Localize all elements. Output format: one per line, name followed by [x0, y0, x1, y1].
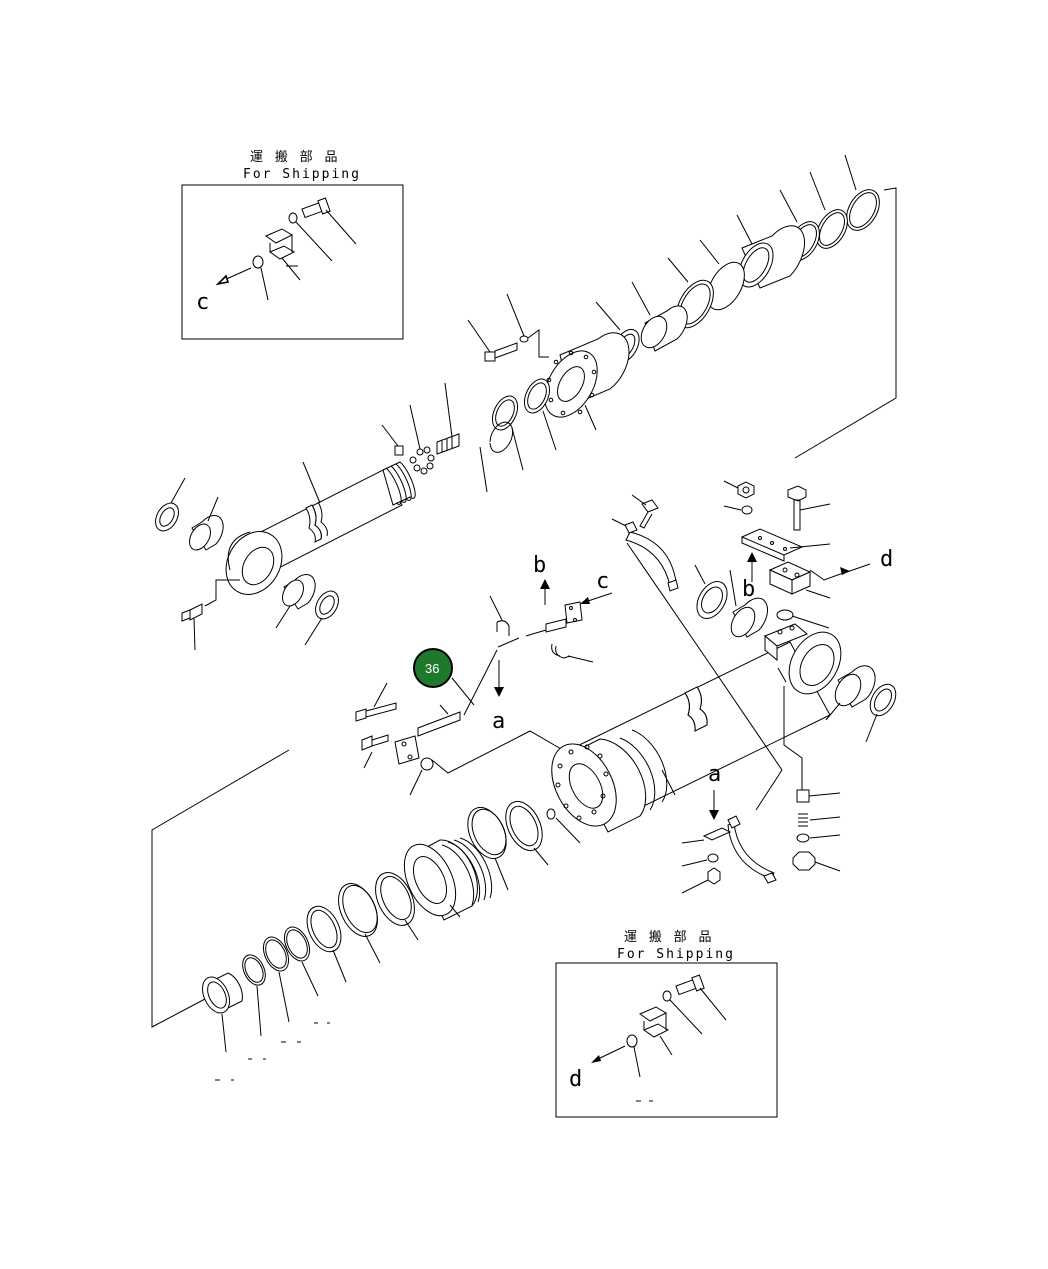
bushing	[189, 496, 224, 551]
shipping-caption-en-top: For Shipping	[243, 167, 361, 182]
view-letter-a-left: a	[492, 709, 505, 734]
flange-bolt	[355, 702, 397, 722]
backup-ring	[283, 926, 311, 962]
ring	[505, 800, 543, 852]
bushing	[275, 573, 316, 629]
set-screw	[546, 808, 556, 820]
o-ring-small	[776, 609, 794, 621]
dust-seal	[155, 502, 179, 532]
bushing	[729, 569, 768, 638]
shipping-bolt-bottom	[675, 974, 727, 1021]
rod-assembly-upper	[155, 154, 897, 651]
spring	[798, 813, 808, 827]
shipping-ring-top	[252, 255, 264, 269]
snap-ring	[489, 421, 514, 453]
shipping-washer-top	[288, 212, 298, 224]
wear-ring	[467, 806, 507, 860]
shipping-box-top: 運 搬 部 品 For Shipping c	[181, 150, 404, 340]
cylinder-head	[544, 332, 630, 431]
shipping-clamp-bottom	[638, 1006, 670, 1038]
seal-ring	[846, 189, 880, 231]
callout-circle[interactable]	[413, 648, 453, 688]
shipping-ring-bottom	[626, 1034, 638, 1048]
shipping-arrow-letter-top: c	[196, 290, 209, 315]
o-ring-small	[796, 833, 810, 843]
u-bolt	[551, 643, 571, 659]
ring	[523, 378, 551, 414]
piston-ring	[375, 872, 415, 926]
view-letter-a-right: a	[708, 762, 721, 787]
hex-nut	[707, 867, 721, 885]
long-bolt	[787, 485, 807, 531]
shipping-caption-jp-bottom: 運 搬 部 品	[624, 930, 713, 945]
view-letter-c-upper: c	[596, 569, 609, 594]
backup-ring	[262, 936, 290, 972]
piston	[403, 837, 493, 921]
piston-nut	[201, 972, 243, 1053]
flange-bolt	[361, 734, 389, 751]
dust-seal	[315, 590, 339, 620]
dust-seal	[869, 683, 897, 717]
piston-stud	[436, 382, 460, 455]
view-letter-b-upper: b	[533, 553, 546, 578]
ring	[491, 395, 519, 431]
o-ring	[242, 954, 266, 986]
shipping-bolt-top	[301, 197, 357, 245]
clamp-bolt	[639, 499, 659, 529]
right-fittings: b d	[611, 480, 897, 894]
grease-fitting	[181, 579, 240, 651]
pipe-clamp	[727, 822, 775, 880]
u-bolt	[496, 620, 510, 636]
plug	[394, 445, 404, 456]
washer	[741, 505, 753, 515]
piston-rod	[225, 461, 416, 595]
o-ring	[707, 261, 745, 311]
gland-nut	[736, 214, 806, 289]
hex-nut	[737, 481, 755, 499]
view-letter-d-right: d	[880, 547, 893, 572]
steel-ball-ring	[409, 404, 435, 475]
plug	[792, 851, 816, 871]
fitting	[796, 789, 810, 803]
o-ring-small	[420, 757, 434, 771]
head-bolt	[467, 293, 549, 362]
washer	[707, 853, 719, 863]
cylinder-tube	[551, 623, 842, 833]
piping-center: b c a	[355, 553, 613, 796]
shipping-washer-bottom	[662, 990, 672, 1002]
view-letter-b-right: b	[742, 577, 755, 602]
seal-ring	[306, 905, 342, 953]
bracket-plate	[702, 827, 732, 841]
shipping-box-bottom: 運 搬 部 品 For Shipping d	[555, 930, 778, 1118]
bushing	[631, 281, 688, 352]
piston-assembly-lower	[151, 749, 581, 1081]
shipping-arrow-letter-bottom: d	[569, 1067, 582, 1092]
shipping-caption-jp-top: 運 搬 部 品	[250, 150, 339, 165]
callout-number: 36	[425, 661, 439, 676]
bushing	[825, 665, 876, 721]
shipping-clamp-top	[264, 228, 296, 260]
seal-ring	[816, 209, 848, 249]
shipping-caption-en-bottom: For Shipping	[617, 947, 735, 962]
dust-seal	[696, 581, 728, 619]
